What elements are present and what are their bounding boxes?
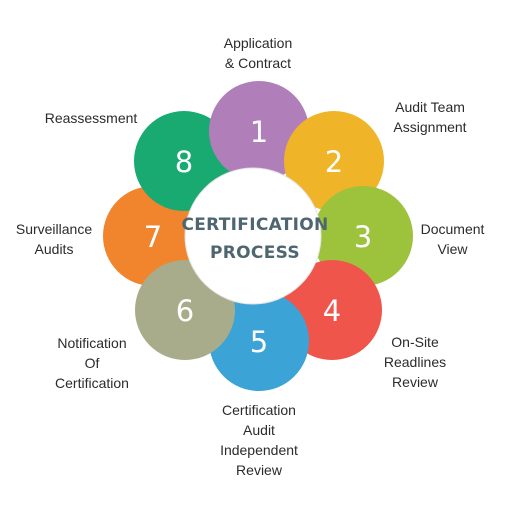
step-5-number: 5: [250, 325, 268, 359]
center-title-line1: CERTIFICATION: [181, 215, 328, 235]
center-circle: [184, 167, 322, 305]
center-title-line2: PROCESS: [210, 243, 300, 263]
step-1-label: Application & Contract: [223, 35, 293, 71]
step-2-circle: [284, 111, 384, 211]
step-8-number: 8: [175, 145, 193, 179]
step-1-circle: [209, 81, 309, 181]
step-7-label: Surveillance Audits: [15, 221, 93, 257]
step-6-label: Notification Of Certification: [55, 335, 129, 391]
step-2-number: 2: [325, 145, 343, 179]
step-1-number: 1: [250, 115, 268, 149]
step-4-number: 4: [323, 294, 341, 328]
step-3-number: 3: [354, 220, 372, 254]
step-7-number: 7: [144, 220, 162, 254]
step-6-number: 6: [176, 294, 194, 328]
step-2-label: Audit Team Assignment: [393, 99, 467, 135]
step-8-label: Reassessment: [44, 110, 138, 126]
step-4-label: On-Site Readlines Review: [383, 334, 447, 390]
step-5-label: Certification Audit Independent Review: [220, 402, 298, 478]
step-3-label: Document View: [420, 221, 485, 257]
